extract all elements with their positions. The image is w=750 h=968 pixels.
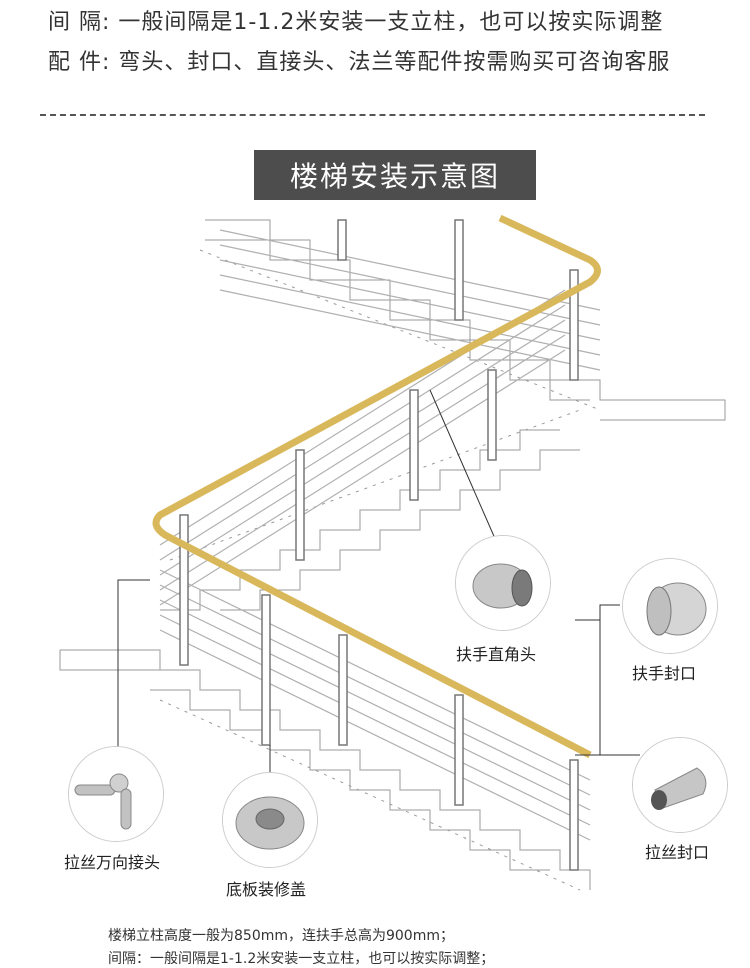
base-cover-label: 底板装修盖 [226,880,307,899]
wire-cap-callout [632,737,728,833]
elbow-callout [455,535,551,631]
wire-cap-label: 拉丝封口 [645,843,710,862]
parts-info: 配 件: 弯头、封口、直接头、法兰等配件按需购买可咨询客服 [48,44,670,76]
staircase-diagram [59,214,726,891]
footer-note-spacing: 间隔：一般间隔是1-1.2米安装一支立柱，也可以按实际调整； [108,951,495,967]
spacing-label: 间 隔: [48,10,111,35]
diagram-title: 楼梯安装示意图 [254,150,536,200]
universal-joint-label: 拉丝万向接头 [64,853,161,872]
elbow-label: 扶手直角头 [456,645,537,664]
dashed-divider [40,114,705,116]
base-cover-icon [223,773,317,867]
footer-note-height: 楼梯立柱高度一般为850mm，连扶手总高为900mm； [108,928,454,944]
universal-joint-callout [68,746,164,842]
end-cap-icon [623,559,717,653]
end-cap-callout [622,558,718,654]
base-cover-callout [222,772,318,868]
universal-joint-icon [69,747,163,841]
end-cap-label: 扶手封口 [632,664,697,683]
spacing-text: 一般间隔是1-1.2米安装一支立柱，也可以按实际调整 [118,10,664,35]
elbow-joint-icon [456,536,550,630]
parts-text: 弯头、封口、直接头、法兰等配件按需购买可咨询客服 [118,50,671,75]
parts-label: 配 件: [48,50,111,75]
spacing-info: 间 隔: 一般间隔是1-1.2米安装一支立柱，也可以按实际调整 [48,4,663,36]
wire-cap-icon [633,738,727,832]
